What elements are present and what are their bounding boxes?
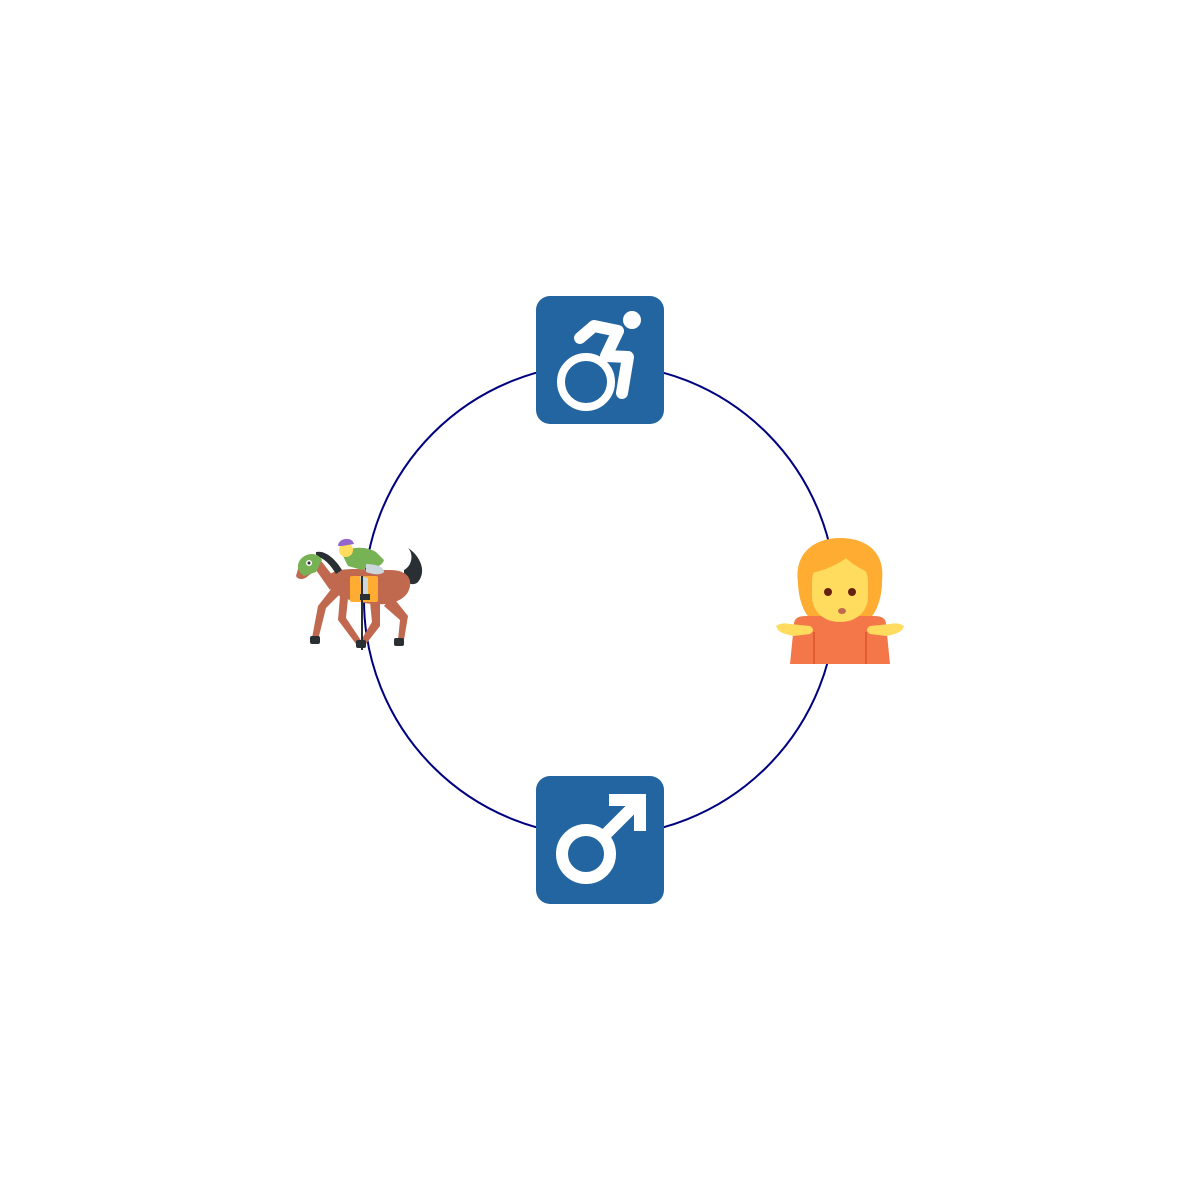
person-shrugging-icon xyxy=(776,538,904,664)
horse-racing-icon xyxy=(296,538,423,650)
male-sign-icon xyxy=(536,776,664,904)
cycle-ring xyxy=(363,363,837,837)
wheelchair-accessible-icon xyxy=(536,296,664,424)
